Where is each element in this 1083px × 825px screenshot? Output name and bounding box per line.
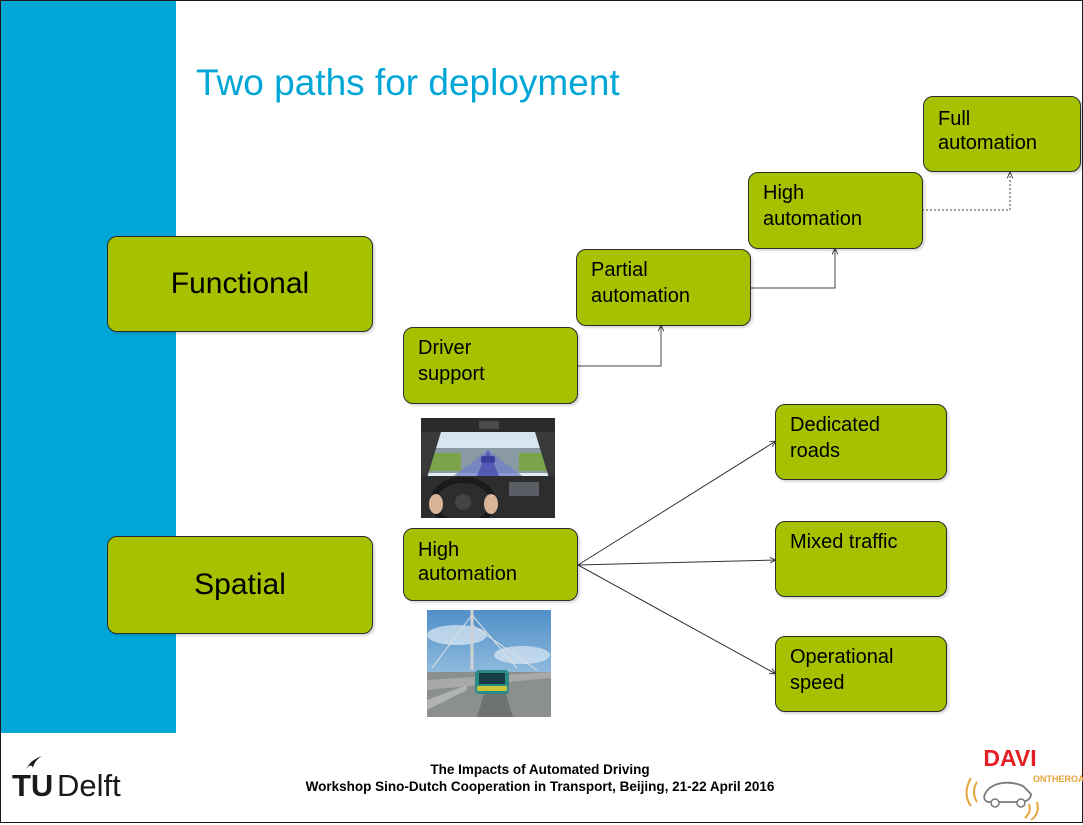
driver-support-photo [421, 418, 555, 518]
operational-speed-line1: Operational [790, 646, 894, 668]
partial-automation-line1: Partial [591, 259, 648, 281]
tu-mark: TU [12, 768, 54, 803]
spatial-high-automation-line2: automation [418, 563, 517, 585]
connector-driver-to-partial [577, 325, 661, 367]
footer-line-2: Workshop Sino-Dutch Cooperation in Trans… [305, 779, 775, 794]
footer-line-1: The Impacts of Automated Driving [430, 762, 650, 777]
high-automation-photo [427, 610, 551, 717]
spatial-high-automation-box: High automation [403, 528, 578, 601]
connector-to-mixed-traffic [577, 560, 776, 566]
spatial-label: Spatial [194, 568, 286, 601]
full-automation-line1: Full [938, 108, 971, 130]
spatial-high-automation-line1: High [418, 539, 460, 561]
tu-flame-icon [26, 756, 42, 769]
connector-to-dedicated-roads [577, 441, 776, 566]
delft-wordmark: Delft [57, 768, 121, 803]
functional-label: Functional [170, 267, 310, 300]
dedicated-roads-line2: roads [790, 440, 841, 462]
mixed-traffic-line1: Mixed traffic [790, 531, 898, 553]
slide-footer: The Impacts of Automated Driving Worksho… [195, 761, 885, 795]
high-automation-line1: High [763, 182, 805, 204]
driver-support-line1: Driver [418, 337, 472, 359]
full-automation-line2: automation [938, 132, 1037, 154]
driver-support-box: Driver support [403, 327, 578, 404]
mixed-traffic-box: Mixed traffic [775, 521, 947, 597]
connector-to-operational-speed [577, 564, 776, 674]
driver-support-line2: support [418, 363, 485, 385]
slide-title: Two paths for deployment [196, 62, 620, 103]
dedicated-roads-box: Dedicated roads [775, 404, 947, 480]
high-automation-box: High automation [748, 172, 923, 249]
functional-category-box: Functional [107, 236, 373, 332]
davi-logo: DAVI ONTHEROAD [965, 742, 1083, 821]
svg-text:DAVI: DAVI [983, 745, 1036, 771]
spatial-category-box: Spatial [107, 536, 373, 634]
partial-automation-line2: automation [591, 285, 690, 307]
operational-speed-line2: speed [790, 672, 845, 694]
high-automation-line2: automation [763, 208, 862, 230]
partial-automation-box: Partial automation [576, 249, 751, 326]
svg-text:ONTHEROAD: ONTHEROAD [1033, 774, 1083, 784]
connector-high-to-full [922, 172, 1010, 211]
dedicated-roads-line1: Dedicated [790, 414, 881, 436]
operational-speed-box: Operational speed [775, 636, 947, 712]
connector-partial-to-high [750, 248, 835, 289]
full-automation-box: Full automation [923, 96, 1081, 172]
